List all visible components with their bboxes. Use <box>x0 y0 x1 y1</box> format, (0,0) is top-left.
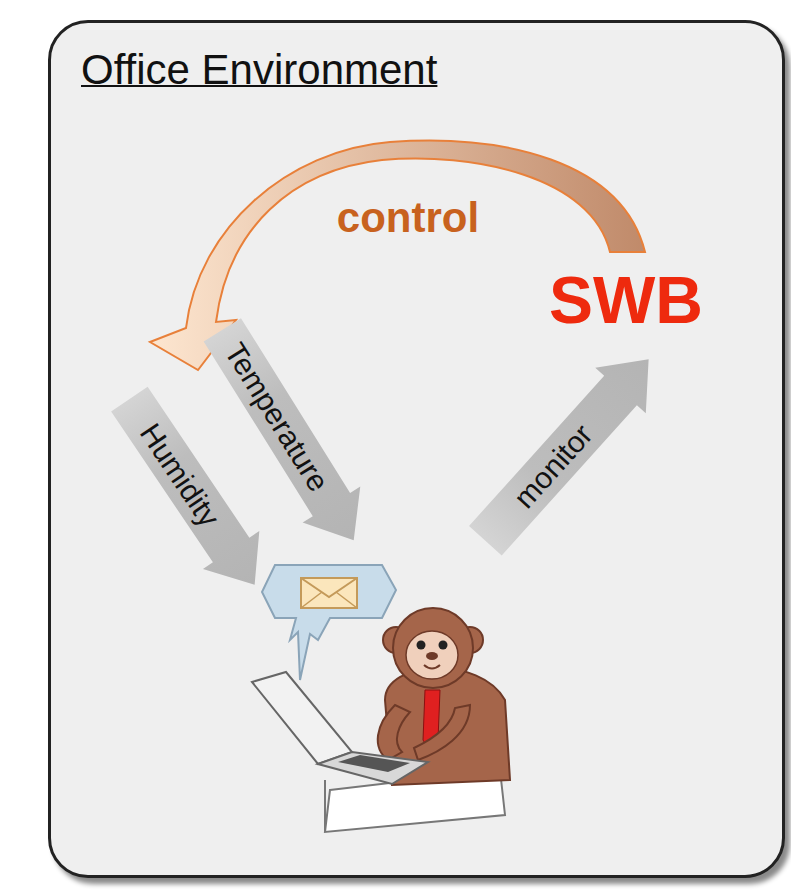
laptop <box>252 672 428 784</box>
monitor-arrow <box>460 337 674 564</box>
environment-region: Office Environment controlSWB HumidityTemp… <box>48 20 785 878</box>
swb-label: SWB <box>549 264 703 337</box>
humidity-label: Humidity <box>134 417 227 532</box>
monitor-label: monitor <box>507 418 598 514</box>
region-title: Office Environment <box>81 47 437 93</box>
control-label: control <box>337 195 479 241</box>
temperature-arrow <box>193 312 382 558</box>
temperature-label: Temperature <box>218 337 335 497</box>
mail-bubble <box>262 565 396 680</box>
